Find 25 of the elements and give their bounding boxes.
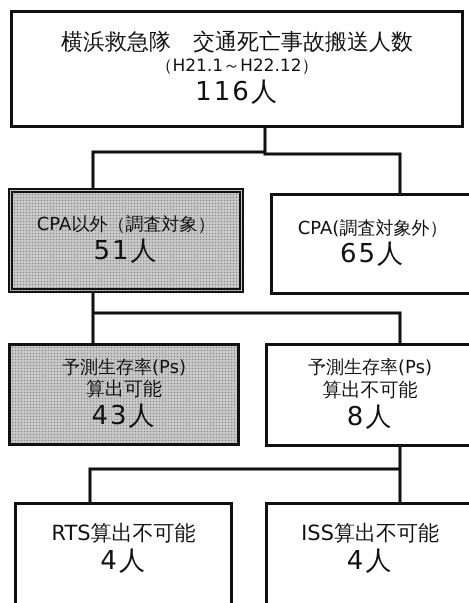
box-text: 算出可能 [86, 378, 162, 402]
process-box [8, 188, 244, 293]
count-text: 8人 [346, 402, 394, 433]
box-text: CPA以外（調査対象） [36, 214, 216, 236]
process-box [14, 502, 233, 603]
count-text: 65人 [340, 239, 406, 270]
box-text: 予測生存率(Ps) [308, 357, 432, 379]
process-box [265, 502, 469, 603]
count-text: 4人 [100, 546, 147, 578]
box-text: ISS算出不可能 [301, 521, 439, 546]
box-text: 予測生存率(Ps) [62, 356, 186, 378]
process-box [265, 343, 469, 447]
process-box [8, 343, 240, 446]
count-text: 116人 [195, 76, 279, 108]
count-text: 43人 [91, 401, 157, 432]
count-text: 51人 [93, 236, 159, 267]
process-box [270, 193, 469, 295]
process-box [10, 10, 464, 128]
box-text: 算出不可能 [322, 378, 418, 402]
box-text: CPA(調査対象外） [298, 218, 448, 240]
count-text: 4人 [346, 546, 394, 578]
box-text: （H21.1～H22.12） [155, 56, 319, 77]
connector-line [92, 293, 402, 343]
title-text: 横浜救急隊 交通死亡事故搬送人数 [61, 30, 413, 56]
box-text: RTS算出不可能 [51, 521, 196, 546]
